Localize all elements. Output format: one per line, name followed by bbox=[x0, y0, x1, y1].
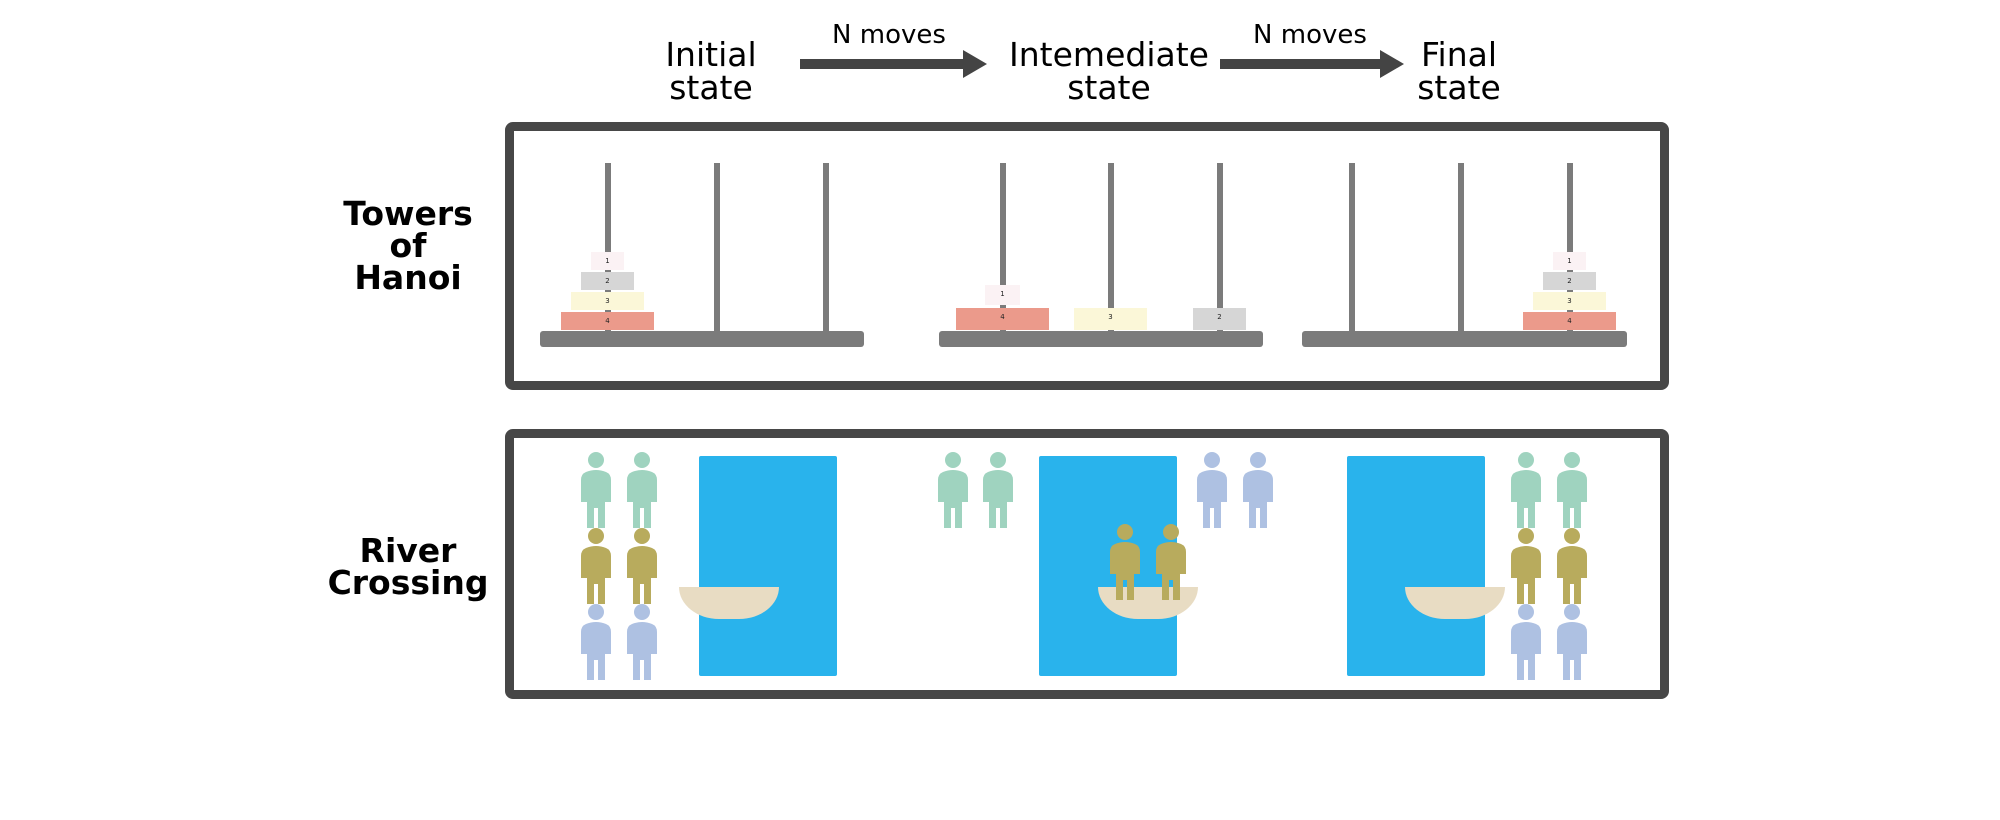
row-label-line2: of bbox=[389, 226, 427, 265]
person-icon bbox=[581, 452, 611, 528]
river-water-final bbox=[1347, 456, 1485, 676]
transition-arrow-2 bbox=[1220, 50, 1404, 78]
hanoi-disk-2: 2 bbox=[581, 272, 634, 290]
hanoi-disk-4: 4 bbox=[1523, 312, 1616, 330]
hanoi-base bbox=[939, 331, 1263, 347]
hanoi-peg bbox=[1000, 163, 1006, 333]
state-label-final: Final state bbox=[1339, 38, 1579, 104]
row-label-towers-of-hanoi: Towers of Hanoi bbox=[308, 194, 508, 297]
hanoi-disk-4: 4 bbox=[956, 308, 1049, 330]
person-icon bbox=[1511, 528, 1541, 604]
state-label-initial: Initial state bbox=[591, 38, 831, 104]
river-water-intermediate bbox=[1039, 456, 1177, 676]
person-icon bbox=[627, 528, 657, 604]
row-label-line1: Towers bbox=[343, 194, 473, 233]
hanoi-peg bbox=[714, 163, 720, 333]
hanoi-disk-1: 1 bbox=[985, 285, 1020, 305]
transition-label-2: N moves bbox=[1253, 20, 1367, 50]
row-label-river-crossing: River Crossing bbox=[308, 531, 508, 602]
row-label-line1: River bbox=[359, 531, 457, 570]
hanoi-peg bbox=[605, 163, 611, 333]
person-icon bbox=[983, 452, 1013, 528]
person-icon bbox=[1243, 452, 1273, 528]
transition-label-1: N moves bbox=[832, 20, 946, 50]
hanoi-disk-3: 3 bbox=[571, 292, 644, 310]
hanoi-disk-1: 1 bbox=[591, 252, 624, 270]
state-label-line2: state bbox=[1417, 68, 1501, 107]
state-label-line2: state bbox=[1067, 68, 1151, 107]
person-icon bbox=[1156, 524, 1186, 600]
person-icon bbox=[581, 528, 611, 604]
hanoi-disk-3: 3 bbox=[1533, 292, 1606, 310]
person-icon bbox=[1110, 524, 1140, 600]
state-label-line1: Initial bbox=[665, 35, 757, 74]
hanoi-disk-1: 1 bbox=[1553, 252, 1586, 270]
person-icon bbox=[1197, 452, 1227, 528]
row-label-line2: Crossing bbox=[327, 563, 489, 602]
transition-arrow-1 bbox=[800, 50, 987, 78]
person-icon bbox=[627, 604, 657, 680]
person-icon bbox=[1557, 604, 1587, 680]
hanoi-peg bbox=[1108, 163, 1114, 333]
person-icon bbox=[627, 452, 657, 528]
hanoi-base bbox=[1302, 331, 1627, 347]
river-water-initial bbox=[699, 456, 837, 676]
state-label-line1: Intemediate bbox=[1009, 35, 1209, 74]
person-icon bbox=[1511, 604, 1541, 680]
state-label-line1: Final bbox=[1420, 35, 1498, 74]
hanoi-base bbox=[540, 331, 864, 347]
person-icon bbox=[1511, 452, 1541, 528]
person-icon bbox=[581, 604, 611, 680]
hanoi-peg bbox=[1458, 163, 1464, 333]
row-label-line3: Hanoi bbox=[354, 258, 462, 297]
hanoi-disk-4: 4 bbox=[561, 312, 654, 330]
hanoi-disk-3: 3 bbox=[1074, 308, 1147, 330]
state-label-intermediate: Intemediate state bbox=[989, 38, 1229, 104]
state-label-line2: state bbox=[669, 68, 753, 107]
hanoi-peg bbox=[823, 163, 829, 333]
hanoi-panel bbox=[505, 122, 1669, 390]
person-icon bbox=[1557, 452, 1587, 528]
hanoi-peg bbox=[1567, 163, 1573, 333]
hanoi-peg bbox=[1217, 163, 1223, 333]
person-icon bbox=[1557, 528, 1587, 604]
hanoi-disk-2: 2 bbox=[1193, 308, 1246, 330]
hanoi-disk-2: 2 bbox=[1543, 272, 1596, 290]
person-icon bbox=[938, 452, 968, 528]
hanoi-peg bbox=[1349, 163, 1355, 333]
